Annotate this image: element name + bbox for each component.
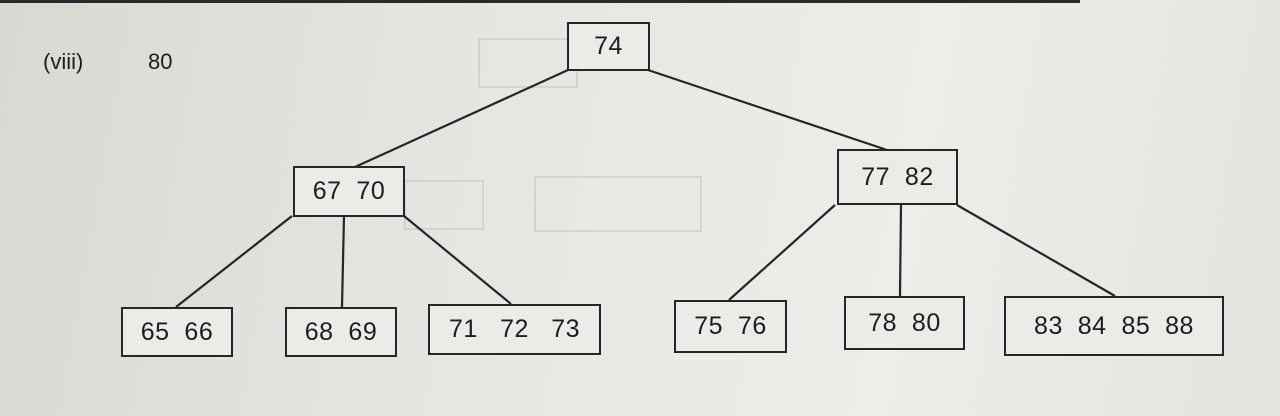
edge-77-82-to-75-76 bbox=[728, 204, 836, 301]
tree-leaf-5: 78 80 bbox=[844, 296, 965, 350]
edge-74-to-67-70 bbox=[354, 68, 569, 169]
tree-leaf-3: 71 72 73 bbox=[428, 304, 601, 355]
top-rule bbox=[0, 0, 1080, 3]
item-index: (viii) bbox=[43, 49, 84, 74]
tree-leaf-6: 83 84 85 88 bbox=[1004, 296, 1224, 356]
edge-67-70-to-65-66 bbox=[175, 215, 293, 308]
tree-node-level1-left: 67 70 bbox=[293, 166, 405, 217]
tree-node-level1-right: 77 82 bbox=[837, 149, 958, 205]
tree-node-root: 74 bbox=[567, 22, 650, 71]
tree-leaf-2: 68 69 bbox=[285, 307, 397, 357]
show-through-box bbox=[404, 180, 484, 230]
edge-67-70-to-71-72-73 bbox=[403, 215, 512, 305]
edge-67-70-to-68-69 bbox=[340, 215, 346, 308]
edge-77-82-to-78-80 bbox=[898, 204, 903, 297]
tree-leaf-1: 65 66 bbox=[121, 307, 233, 357]
edge-74-to-77-82 bbox=[647, 68, 891, 153]
inserted-key: 80 bbox=[148, 49, 173, 74]
show-through-box bbox=[534, 176, 702, 232]
edge-77-82-to-83-84-85-88 bbox=[956, 204, 1116, 297]
tree-leaf-4: 75 76 bbox=[674, 300, 787, 353]
